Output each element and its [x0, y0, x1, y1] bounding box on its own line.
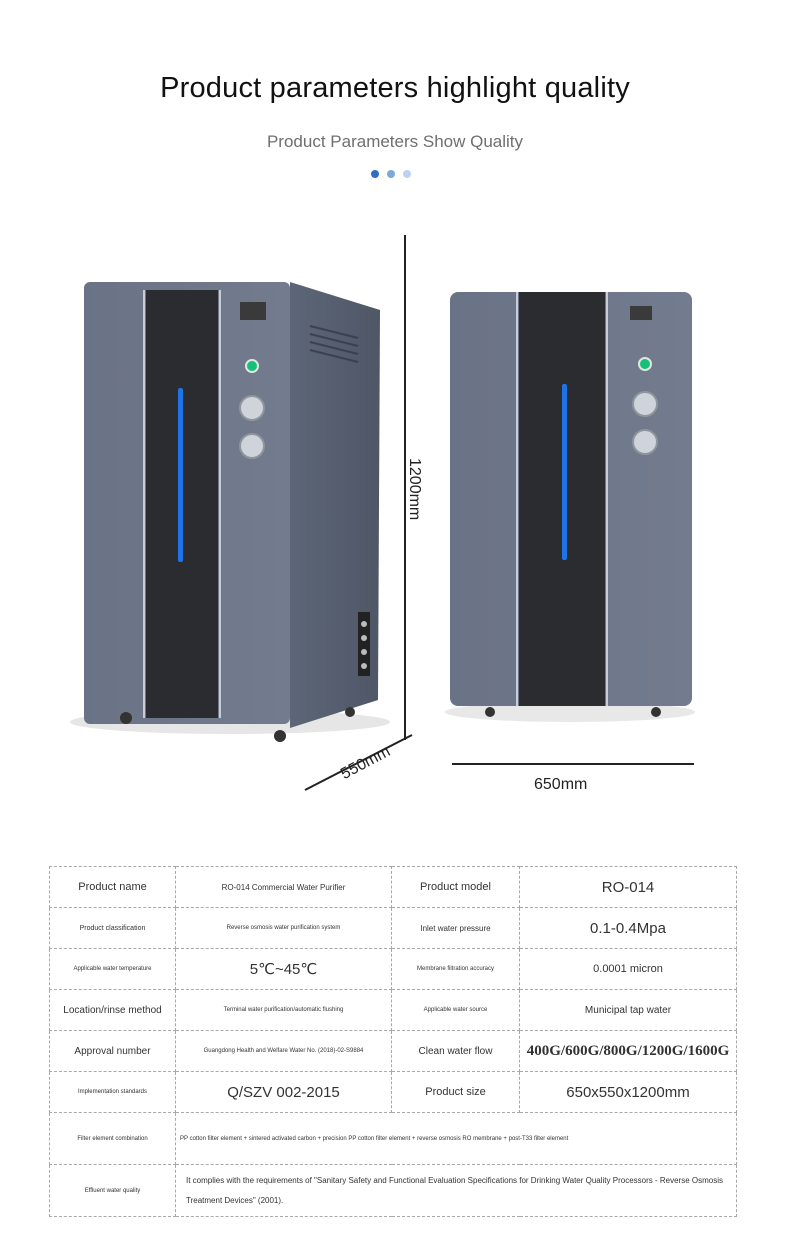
table-row: Implementation standards Q/SZV 002-2015 … — [49, 1071, 737, 1113]
spec-value: Reverse osmosis water purification syste… — [175, 907, 392, 949]
pressure-gauge-icon — [239, 433, 265, 459]
spec-table: Product name RO-014 Commercial Water Pur… — [49, 866, 737, 1217]
page-title: Product parameters highlight quality — [160, 72, 630, 104]
spec-label: Clean water flow — [391, 1030, 520, 1072]
spec-label: Product name — [49, 866, 176, 908]
table-row: Approval number Guangdong Health and Wel… — [49, 1030, 737, 1072]
table-row: Product name RO-014 Commercial Water Pur… — [49, 866, 737, 908]
spec-label: Filter element combination — [49, 1112, 176, 1165]
spec-label: Applicable water source — [391, 989, 520, 1031]
spec-value: 5℃~45℃ — [175, 948, 392, 990]
spec-label: Applicable water temperature — [49, 948, 176, 990]
spec-label: Approval number — [49, 1030, 176, 1072]
spec-value: RO-014 — [519, 866, 737, 908]
spec-value: Q/SZV 002-2015 — [175, 1071, 392, 1113]
pressure-gauge-icon — [239, 395, 265, 421]
spec-label: Product size — [391, 1071, 520, 1113]
spec-value: RO-014 Commercial Water Purifier — [175, 866, 392, 908]
table-row: Filter element combination PP cotton fil… — [49, 1112, 737, 1165]
spec-value: PP cotton filter element + sintered acti… — [175, 1112, 737, 1165]
spec-value: Terminal water purification/automatic fl… — [175, 989, 392, 1031]
table-row: Location/rinse method Terminal water pur… — [49, 989, 737, 1031]
spec-value: Municipal tap water — [519, 989, 737, 1031]
carousel-dot-1[interactable] — [371, 170, 379, 178]
spec-label: Location/rinse method — [49, 989, 176, 1031]
spec-label: Membrane filtration accuracy — [391, 948, 520, 990]
spec-value: 0.1-0.4Mpa — [519, 907, 737, 949]
spec-label: Effluent water quality — [49, 1164, 176, 1217]
depth-dimension-line — [304, 734, 413, 791]
table-row: Product classification Reverse osmosis w… — [49, 907, 737, 949]
spec-value: Guangdong Health and Welfare Water No. (… — [175, 1030, 392, 1072]
carousel-dot-2[interactable] — [387, 170, 395, 178]
spec-value: 650x550x1200mm — [519, 1071, 737, 1113]
spec-label: Product model — [391, 866, 520, 908]
pressure-gauge-icon — [632, 429, 658, 455]
carousel-dot-3[interactable] — [403, 170, 411, 178]
width-dimension-label: 650mm — [534, 776, 588, 793]
spec-value-highlight: 400G/600G/800G/1200G/1600G — [519, 1030, 737, 1072]
table-row: Applicable water temperature 5℃~45℃ Memb… — [49, 948, 737, 990]
product-illustration — [70, 235, 695, 791]
page-subtitle: Product Parameters Show Quality — [266, 132, 524, 151]
machine-angled-view — [70, 282, 390, 742]
pressure-gauge-icon — [632, 391, 658, 417]
spec-label: Implementation standards — [49, 1071, 176, 1113]
height-dimension-label: 1200mm — [406, 458, 423, 521]
machine-front-view — [445, 292, 695, 722]
spec-value: 0.0001 micron — [519, 948, 737, 990]
spec-label: Inlet water pressure — [391, 907, 520, 949]
table-row: Effluent water quality It complies with … — [49, 1164, 737, 1217]
spec-label: Product classification — [49, 907, 176, 949]
spec-value: It complies with the requirements of "Sa… — [175, 1164, 737, 1217]
